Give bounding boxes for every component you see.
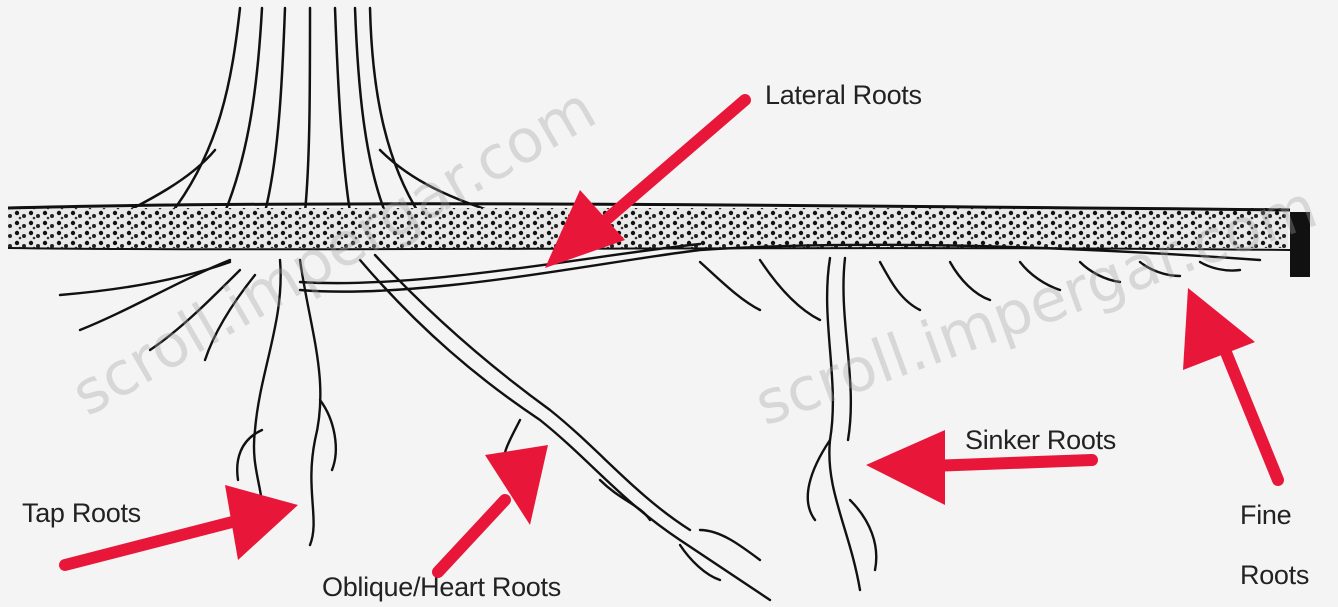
soil-layer xyxy=(8,204,1310,277)
label-fine-roots-line2: Roots xyxy=(1240,560,1309,591)
arrow-fine xyxy=(1183,288,1278,480)
label-fine-roots-line1: Fine xyxy=(1240,500,1291,531)
tree-trunk xyxy=(100,8,520,225)
label-sinker-roots: Sinker Roots xyxy=(965,425,1116,456)
arrows xyxy=(65,100,1278,572)
label-tap-roots: Tap Roots xyxy=(22,498,141,529)
label-oblique-heart-roots: Oblique/Heart Roots xyxy=(322,572,561,603)
label-lateral-roots: Lateral Roots xyxy=(765,80,922,111)
arrow-oblique xyxy=(438,445,548,572)
